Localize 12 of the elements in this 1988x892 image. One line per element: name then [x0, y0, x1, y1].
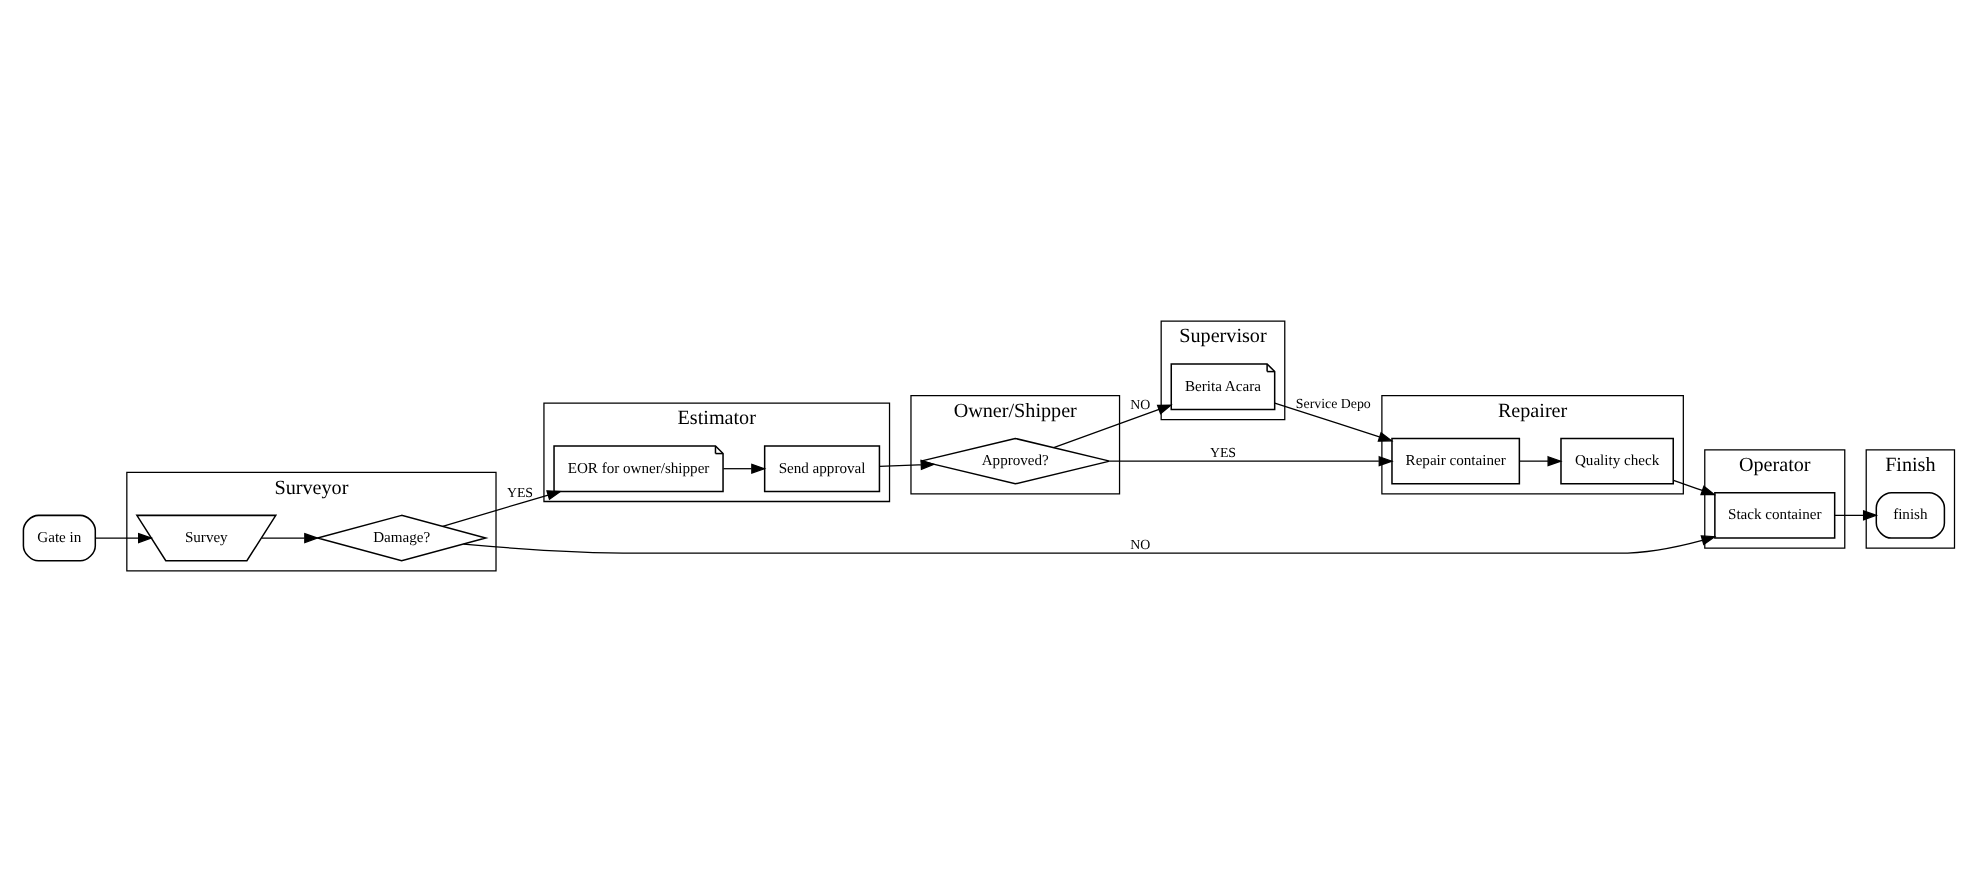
arrow: [94, 532, 154, 544]
arrow: [1274, 402, 1394, 442]
arrow: [261, 532, 320, 544]
arrow: [1109, 455, 1394, 467]
arrow: [442, 490, 563, 527]
arrow: [1834, 510, 1879, 521]
arrow: [722, 463, 767, 474]
arrow: [1519, 455, 1563, 467]
arrow: [462, 535, 1717, 554]
arrow: [878, 459, 936, 471]
arrow: [1053, 404, 1173, 449]
arrow: [1672, 479, 1717, 496]
